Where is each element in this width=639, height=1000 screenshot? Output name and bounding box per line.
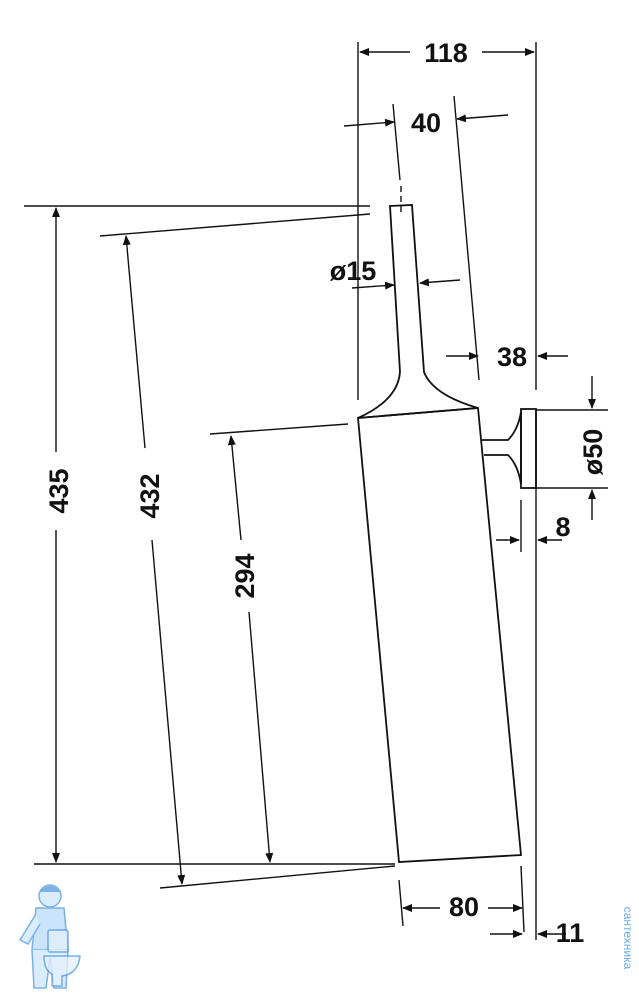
dim-base-offset: 11 [556, 918, 585, 948]
dim-base-width: 80 [449, 892, 479, 922]
dim-width-total: 118 [424, 38, 468, 68]
wall-bracket [482, 411, 522, 485]
dim-handle-diameter: ø15 [330, 256, 377, 286]
dim-brush-length: 432 [135, 473, 165, 518]
dim-holder-height: 294 [230, 553, 260, 598]
brush-handle [357, 204, 479, 419]
toilet-icon [43, 929, 81, 987]
dimension-lines [52, 48, 596, 938]
dim-mount-thickness: 8 [555, 512, 570, 542]
extension-lines [24, 42, 608, 933]
dim-handle-offset: 40 [411, 108, 441, 138]
dim-mount-diameter: ø50 [578, 429, 608, 476]
dim-height-total: 435 [44, 468, 74, 513]
dim-top-depth: 38 [497, 342, 527, 372]
product-outline [357, 186, 537, 940]
dimension-labels: 118 40 ø15 38 ø50 8 435 432 294 80 11 [44, 38, 608, 948]
watermark-text: сантехника [621, 907, 635, 970]
holder-body [357, 407, 522, 863]
wall-plate [520, 408, 537, 489]
